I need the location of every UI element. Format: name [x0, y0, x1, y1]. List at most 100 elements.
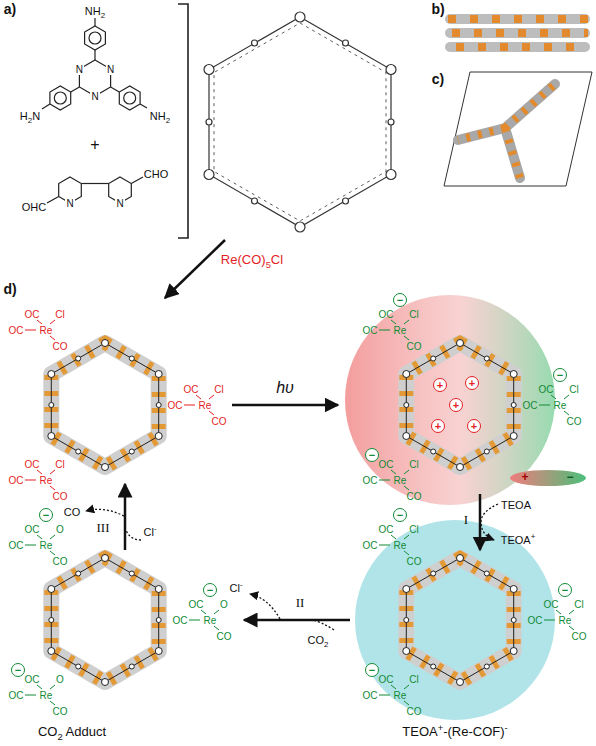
bond-line — [184, 405, 195, 406]
bond-line — [196, 395, 201, 399]
ligand-label: Re — [40, 690, 53, 701]
ligand-label: Re — [199, 400, 212, 411]
atom-label: CO — [64, 506, 81, 518]
ligand-label: OC — [523, 400, 538, 411]
ligand-label: Re — [394, 690, 407, 701]
ligand-label: Re — [394, 475, 407, 486]
ligand-label: Cl — [569, 384, 578, 395]
ligand-label: OC — [363, 325, 378, 336]
atom-label: N — [65, 198, 74, 209]
ligand-label: OC — [363, 475, 378, 486]
ligand-label: OC — [189, 599, 204, 610]
bond-line — [37, 685, 42, 689]
bond-line — [50, 535, 55, 539]
bond-line — [556, 610, 561, 614]
charge-sign: − — [39, 508, 53, 522]
ligand-label: Re — [40, 325, 53, 336]
bond-line — [404, 535, 409, 539]
charge-sign: + — [521, 471, 528, 484]
bond-line — [50, 701, 55, 705]
atom-label: OHC — [22, 201, 46, 213]
atom-label: TEOA — [501, 499, 531, 511]
charge-sign: + — [449, 398, 463, 412]
bond-line — [25, 545, 36, 546]
panel-label: a) — [4, 2, 16, 17]
bond-line — [50, 685, 55, 689]
bond-line — [50, 336, 55, 340]
ligand-label: Cl — [574, 599, 583, 610]
charge-sign: − — [558, 583, 572, 597]
ligand-label: CO — [407, 556, 422, 567]
ligand-label: Re — [394, 540, 407, 551]
ligand-label: CO — [407, 706, 422, 717]
panel-label: d) — [3, 282, 16, 297]
bond-line — [209, 395, 214, 399]
atom-label: CO2 — [308, 634, 329, 646]
ligand-label: OC — [379, 524, 394, 535]
state-caption: TEOA+-(Re-COF)- — [402, 725, 507, 739]
ligand-label: OC — [363, 540, 378, 551]
bond-line — [404, 685, 409, 689]
ligand-label: Cl — [409, 674, 418, 685]
ligand-label: Cl — [409, 524, 418, 535]
atom-label: TEOA+ — [501, 534, 536, 546]
atom-label: Cl- — [229, 582, 242, 594]
bond-line — [379, 330, 390, 331]
bond-line — [391, 320, 396, 324]
atom-label: Cl- — [143, 526, 156, 538]
bond-line — [391, 685, 396, 689]
charge-sign: + — [467, 419, 481, 433]
plus-sign: + — [90, 136, 99, 154]
step-number: I — [464, 513, 468, 527]
ligand-label: Re — [394, 325, 407, 336]
ligand-label: OC — [363, 690, 378, 701]
ligand-label: O — [220, 599, 228, 610]
atom-label: CHO — [144, 168, 168, 180]
charge-sign: − — [393, 293, 407, 307]
bond-line — [214, 626, 219, 630]
bond-line — [564, 411, 569, 415]
ligand-label: CO — [567, 416, 582, 427]
bond-line — [25, 695, 36, 696]
ligand-label: OC — [544, 599, 559, 610]
bond-line — [391, 535, 396, 539]
ligand-label: OC — [184, 384, 199, 395]
bond-line — [564, 395, 569, 399]
bond-line — [50, 486, 55, 490]
bond-line — [391, 470, 396, 474]
charge-sign: + — [465, 376, 479, 390]
ligand-label: OC — [379, 459, 394, 470]
ligand-label: OC — [25, 674, 40, 685]
ligand-label: OC — [379, 674, 394, 685]
step-number: II — [296, 596, 305, 610]
bond-line — [551, 395, 556, 399]
charge-sign: + — [431, 419, 445, 433]
ligand-label: CO — [212, 416, 227, 427]
charge-sign: + — [433, 378, 447, 392]
bond-line — [214, 610, 219, 614]
ligand-label: CO — [53, 556, 68, 567]
atom-label: NH2 — [85, 5, 105, 17]
ligand-label: CO — [407, 491, 422, 502]
charge-sign: − — [393, 508, 407, 522]
bond-line — [50, 320, 55, 324]
ligand-label: OC — [539, 384, 554, 395]
atom-label: NH2 — [150, 110, 170, 122]
bond-line — [404, 336, 409, 340]
bond-line — [569, 626, 574, 630]
bond-line — [379, 695, 390, 696]
ligand-label: Re — [40, 540, 53, 551]
bond-line — [569, 610, 574, 614]
ligand-label: CO — [53, 491, 68, 502]
ligand-label: CO — [572, 631, 587, 642]
panel-label: c) — [432, 72, 444, 87]
bond-line — [25, 330, 36, 331]
ligand-label: Re — [554, 400, 567, 411]
ligand-label: CO — [407, 341, 422, 352]
charge-sign: − — [365, 663, 379, 677]
ligand-label: Re — [204, 615, 217, 626]
ligand-label: CO — [53, 341, 68, 352]
